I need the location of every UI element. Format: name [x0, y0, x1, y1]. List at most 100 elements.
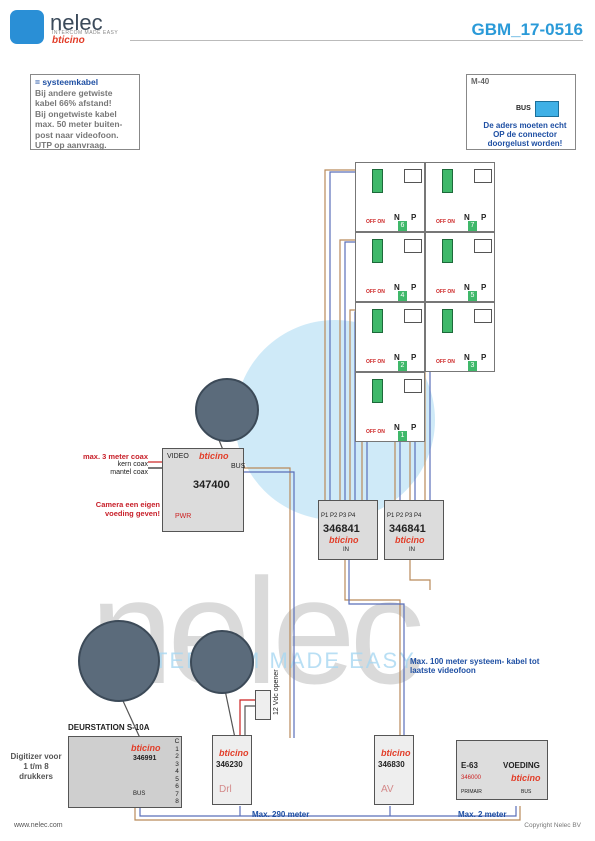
screen-icon: [474, 169, 492, 183]
videophone-7: N P OFF ON 7: [425, 162, 495, 232]
np-p: P: [411, 213, 417, 222]
videophone-5: N P OFF ON 5: [425, 232, 495, 302]
cable-note-title: = systeemkabel: [35, 77, 99, 87]
videophone-3: N P OFF ON 3: [425, 302, 495, 372]
np-n: N: [394, 423, 400, 432]
watermark-tagline: INTERCOM MADE EASY: [128, 648, 416, 673]
module-label: AV: [381, 784, 394, 795]
module-label: Drl: [219, 784, 232, 795]
camera-zoom-circle: [195, 378, 259, 442]
offon-label: OFF ON: [436, 359, 455, 365]
coax-length-label: max. 3 meter coax: [82, 452, 148, 461]
offon-label: OFF ON: [436, 219, 455, 225]
distributor-brand: bticino: [329, 535, 359, 545]
module-346230: bticino 346230 Drl: [212, 735, 252, 805]
pwr-label: PWR: [175, 513, 192, 520]
doorstation-terminals: C 1 2 3 4 5 6 7 8: [172, 738, 182, 806]
distributor-2: P1 P2 P3 P4 346841 bticino IN: [384, 500, 444, 560]
doorstation-zoom-circle: [78, 620, 160, 702]
module-brand: bticino: [219, 748, 249, 758]
offon-label: OFF ON: [436, 289, 455, 295]
module-346830: bticino 346830 AV: [374, 735, 414, 805]
videophone-1: N P OFF ON 1: [355, 372, 425, 442]
doorstation-brand: bticino: [131, 743, 161, 753]
np-n: N: [464, 213, 470, 222]
footer-copyright: Copyright Nelec BV: [524, 822, 581, 829]
screen-icon: [404, 239, 422, 253]
terminal-label: C: [174, 738, 180, 745]
m40-label: M-40: [471, 77, 490, 86]
cable-length-2: Max. 2 meter: [458, 810, 507, 819]
offon-label: OFF ON: [366, 219, 385, 225]
document-id: GBM_17-0516: [471, 20, 583, 39]
terminal-label: 5: [175, 775, 179, 783]
cable-note-line: post naar videofoon.: [35, 129, 119, 140]
terminal-block: [442, 169, 453, 193]
distributor-1: P1 P2 P3 P4 346841 bticino IN: [318, 500, 378, 560]
np-p: P: [411, 353, 417, 362]
distributor-in: IN: [343, 547, 349, 553]
videophone-number: 6: [398, 221, 407, 231]
terminal-label: 1: [175, 745, 179, 753]
nelec-logo-icon: [10, 10, 44, 44]
distributor-number: 346841: [323, 523, 360, 535]
power-label: E-63: [461, 761, 478, 770]
cable-note-line: Bij ongetwiste kabel: [35, 108, 117, 119]
np-p: P: [411, 283, 417, 292]
doorstation-bus: BUS: [133, 791, 146, 797]
terminal-block: [372, 379, 383, 403]
connector-icon: [535, 101, 559, 117]
np-p: P: [481, 213, 487, 222]
terminal-label: 6: [175, 783, 179, 790]
m40-bus-label: BUS: [516, 105, 531, 112]
np-p: P: [481, 353, 487, 362]
video-label: VIDEO: [167, 453, 189, 460]
camera-warning: Camera een eigen voeding geven!: [95, 500, 160, 518]
screen-icon: [404, 169, 422, 183]
cable-note: = systeemkabel Bij andere getwiste kabel…: [30, 74, 140, 150]
np-n: N: [394, 353, 400, 362]
power-bus: BUS: [521, 789, 532, 795]
screen-icon: [404, 379, 422, 393]
door-opener: [255, 690, 271, 720]
power-brand: bticino: [511, 773, 541, 783]
cable-note-line: Bij andere getwiste: [35, 87, 113, 98]
videophone-2: N P OFF ON 2: [355, 302, 425, 372]
videophone-4: N P OFF ON 4: [355, 232, 425, 302]
terminal-block: [442, 239, 453, 263]
distributor-ports: P1 P2 P3 P4: [387, 513, 422, 519]
np-n: N: [394, 213, 400, 222]
module-number: 346830: [378, 760, 405, 769]
videophone-number: 5: [468, 291, 477, 301]
footer-website[interactable]: www.nelec.com: [14, 822, 63, 829]
np-n: N: [464, 353, 470, 362]
brand-name: nelec: [50, 10, 103, 35]
offon-label: OFF ON: [366, 429, 385, 435]
brand-tagline: INTERCOM MADE EASY: [52, 30, 119, 36]
terminal-block: [372, 169, 383, 193]
module-brand: bticino: [381, 748, 411, 758]
coax-shield-label: mantel coax: [110, 469, 148, 476]
terminal-block: [372, 239, 383, 263]
videophone-number: 2: [398, 361, 407, 371]
module-number: 346230: [216, 760, 243, 769]
module-zoom-circle: [190, 630, 254, 694]
videophone-number: 3: [468, 361, 477, 371]
distributor-brand: bticino: [395, 535, 425, 545]
camera-module-number: 347400: [193, 479, 230, 491]
cable-note-line: max. 50 meter buiten-: [35, 119, 123, 129]
camera-module-brand: bticino: [199, 451, 229, 461]
videophone-6: N P OFF ON 6: [355, 162, 425, 232]
terminal-label: 4: [175, 768, 179, 775]
cable-note-line: kabel 66% afstand!: [35, 98, 112, 108]
doorstation-number: 346991: [133, 755, 157, 762]
offon-label: OFF ON: [366, 289, 385, 295]
power-primair: PRIMAIR: [461, 789, 482, 795]
terminal-block: [372, 309, 383, 333]
np-n: N: [464, 283, 470, 292]
cable-length-100: Max. 100 meter systeem- kabel tot laatst…: [410, 657, 540, 675]
m40-box: M-40 BUS De aders moeten echt OP de conn…: [466, 74, 576, 150]
power-voeding: VOEDING: [503, 761, 540, 770]
terminal-label: 3: [175, 760, 179, 768]
videophone-number: 1: [398, 431, 407, 441]
